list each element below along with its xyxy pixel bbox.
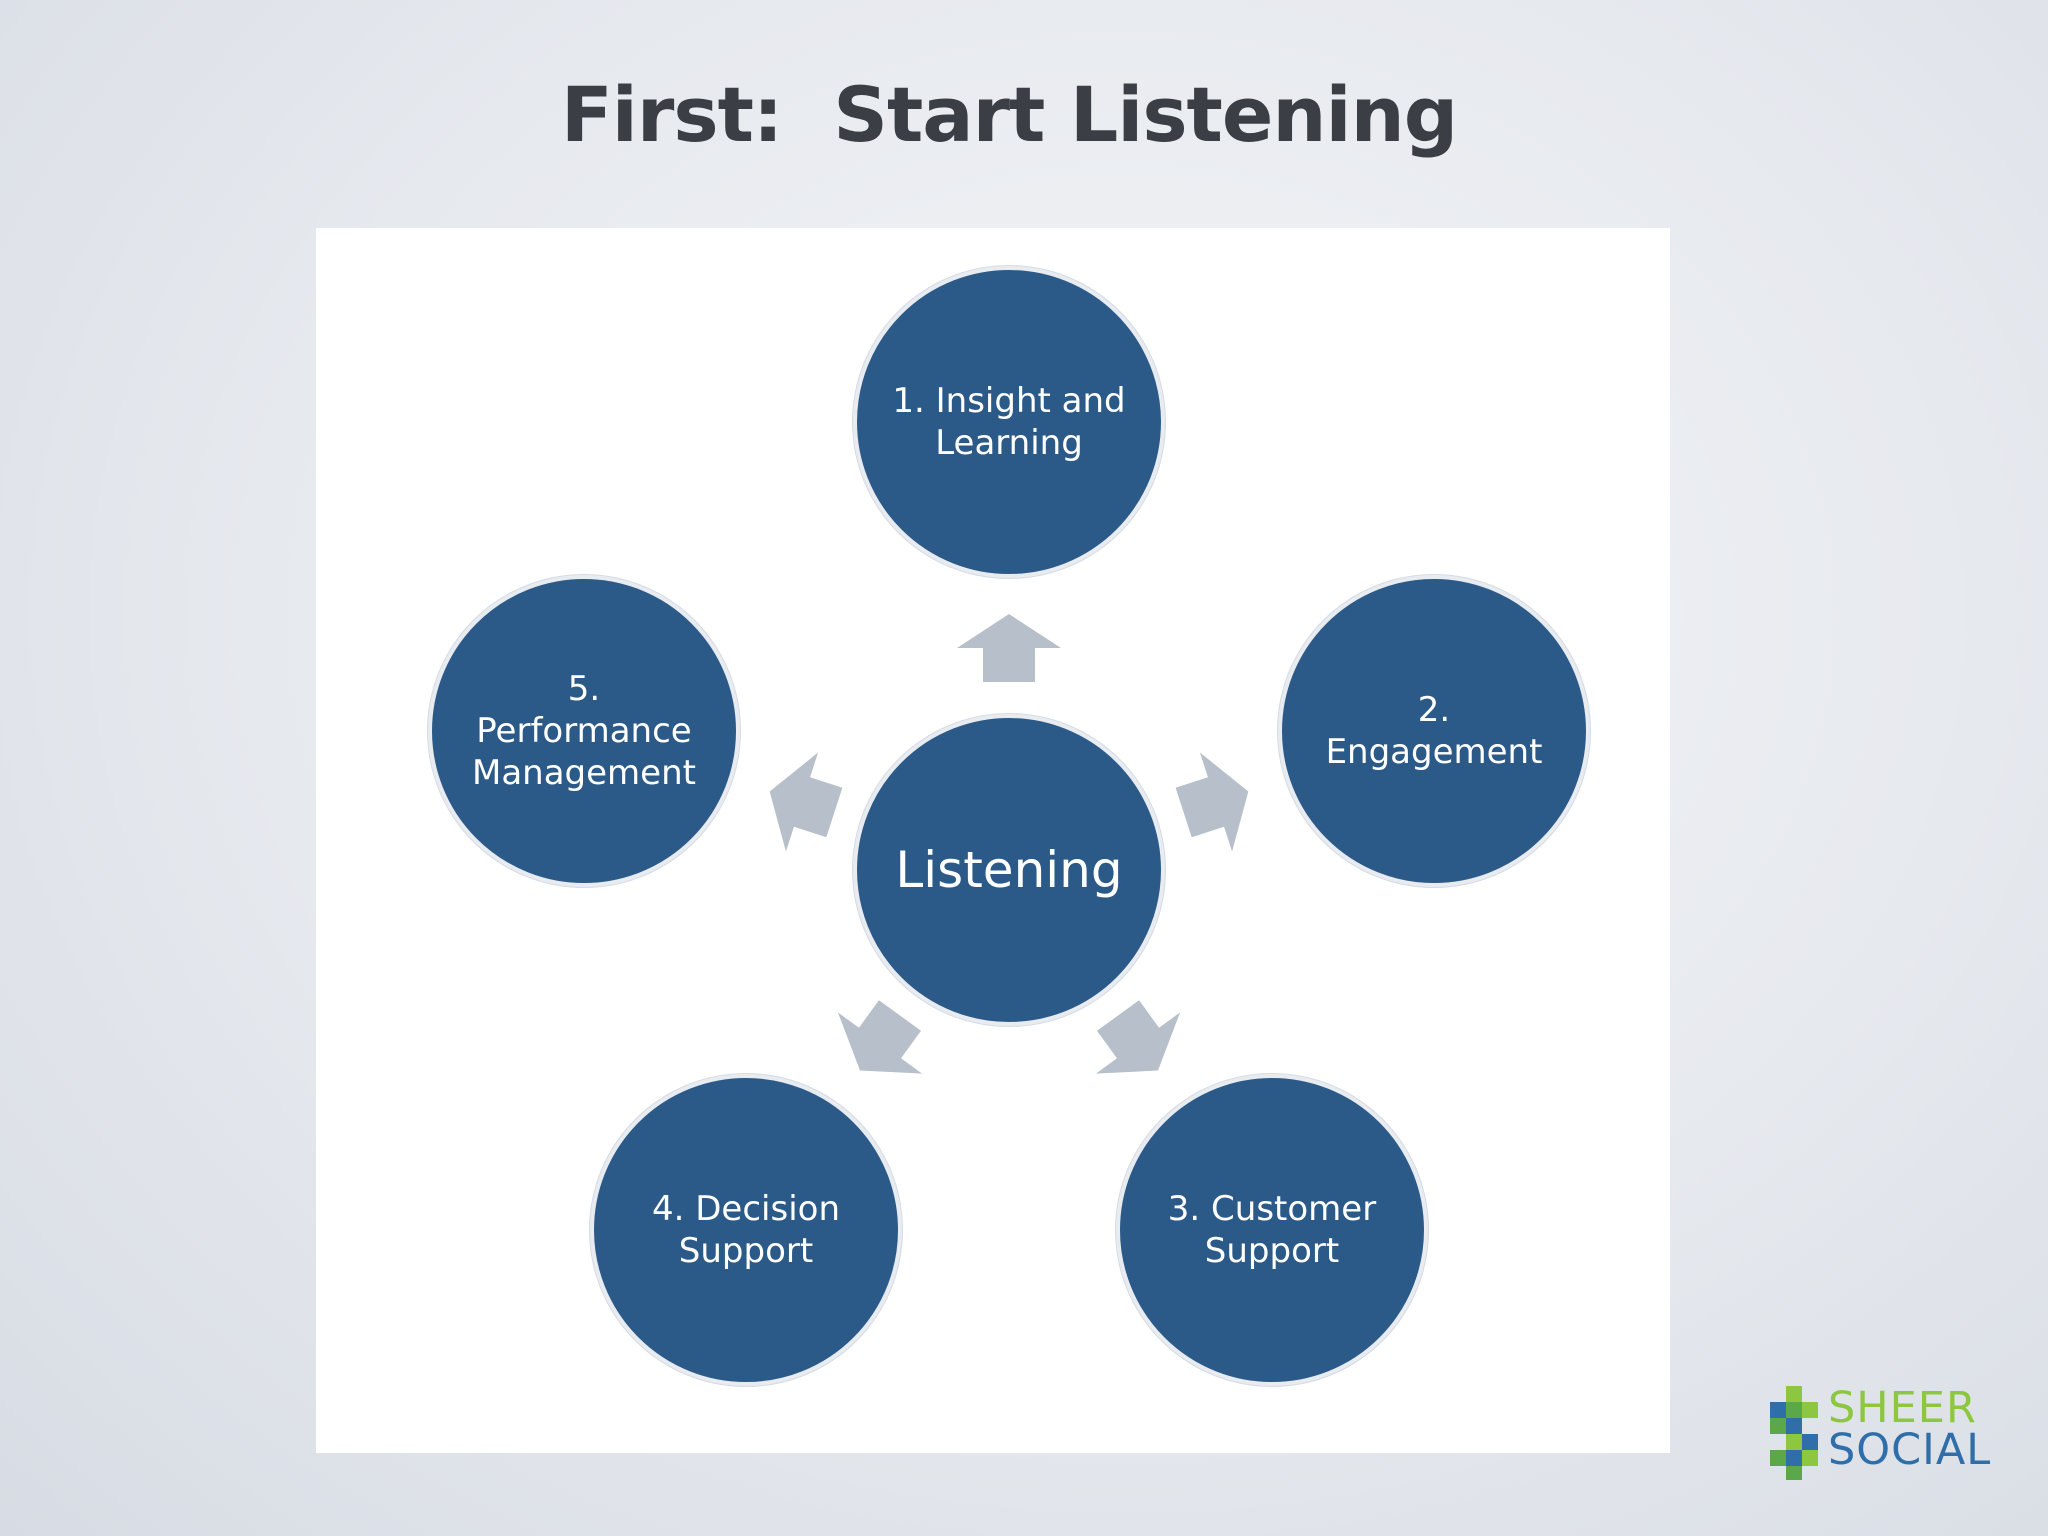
arrow-to-customer-support	[1095, 1000, 1181, 1074]
logo-line-sheer: SHEER	[1828, 1383, 1977, 1433]
sheer-social-logo: SHEER SOCIAL	[1764, 1384, 2004, 1484]
logo-line-social: SOCIAL	[1828, 1425, 1992, 1475]
arrow-to-insight	[957, 614, 1061, 682]
diagram-panel: 1. Insight and Learning 2. Engagement 3.…	[316, 228, 1670, 1453]
arrow-to-decision-support	[837, 1000, 923, 1074]
node-customer-support: 3. Customer Support	[1116, 1074, 1428, 1386]
node-insight-learning: 1. Insight and Learning	[853, 266, 1165, 578]
diagram-arrows	[769, 614, 1249, 1074]
puzzle-block-icon	[1770, 1386, 1818, 1480]
slide-title: First: Start Listening	[560, 70, 1458, 159]
node-engagement: 2. Engagement	[1278, 575, 1590, 887]
arrow-to-performance	[769, 752, 843, 852]
node-listening-center: Listening	[853, 714, 1165, 1026]
node-performance-management: 5. Performance Management	[428, 575, 740, 887]
node-decision-support: 4. Decision Support	[590, 1074, 902, 1386]
arrow-to-engagement	[1175, 752, 1249, 852]
